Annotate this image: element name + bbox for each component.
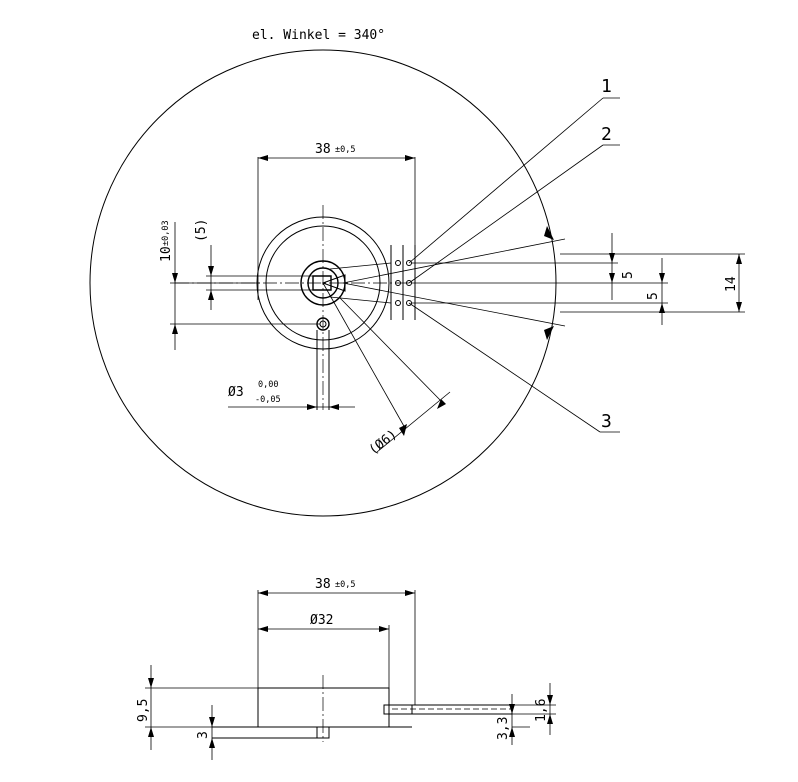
bore-dia-dim: (Ø6) xyxy=(366,427,400,458)
angle-arrow-upper xyxy=(544,226,554,240)
shaft-slot xyxy=(312,275,332,291)
side-terminal xyxy=(383,704,513,715)
callout-3: 3 xyxy=(601,411,612,432)
side-terminal-height: 3,3 xyxy=(496,717,511,740)
vertical-offset-dim: 10 xyxy=(159,246,174,262)
terminal-pitch-lower: 5 xyxy=(646,292,661,300)
top-width-tol: ±0,5 xyxy=(335,145,355,155)
side-body-dia: Ø32 xyxy=(310,613,333,628)
side-width-dim: 38 xyxy=(315,577,331,592)
side-body xyxy=(257,687,390,728)
pin-dia-tol-upper: 0,00 xyxy=(258,380,278,390)
callout-1: 1 xyxy=(601,76,612,97)
ref-dim-5: (5) xyxy=(194,219,209,242)
terminal-pitch-upper: 5 xyxy=(621,271,636,279)
angle-arrow-lower xyxy=(544,326,554,340)
terminal-span: 14 xyxy=(724,276,739,292)
pin-dia-dim: Ø3 xyxy=(228,385,244,400)
top-width-dim: 38 xyxy=(315,142,331,157)
side-pin-length: 3 xyxy=(196,731,211,739)
vertical-offset-tol: ±0,03 xyxy=(161,220,171,246)
side-height-dim: 9,5 xyxy=(136,699,151,722)
side-width-tol: ±0,5 xyxy=(335,580,355,590)
wiper xyxy=(321,274,346,292)
callout-2: 2 xyxy=(601,124,612,145)
pin-dia-tol-lower: -0,05 xyxy=(255,395,281,405)
side-terminal-thickness: 1,6 xyxy=(534,699,549,722)
electrical-angle-label: el. Winkel = 340° xyxy=(252,28,385,43)
